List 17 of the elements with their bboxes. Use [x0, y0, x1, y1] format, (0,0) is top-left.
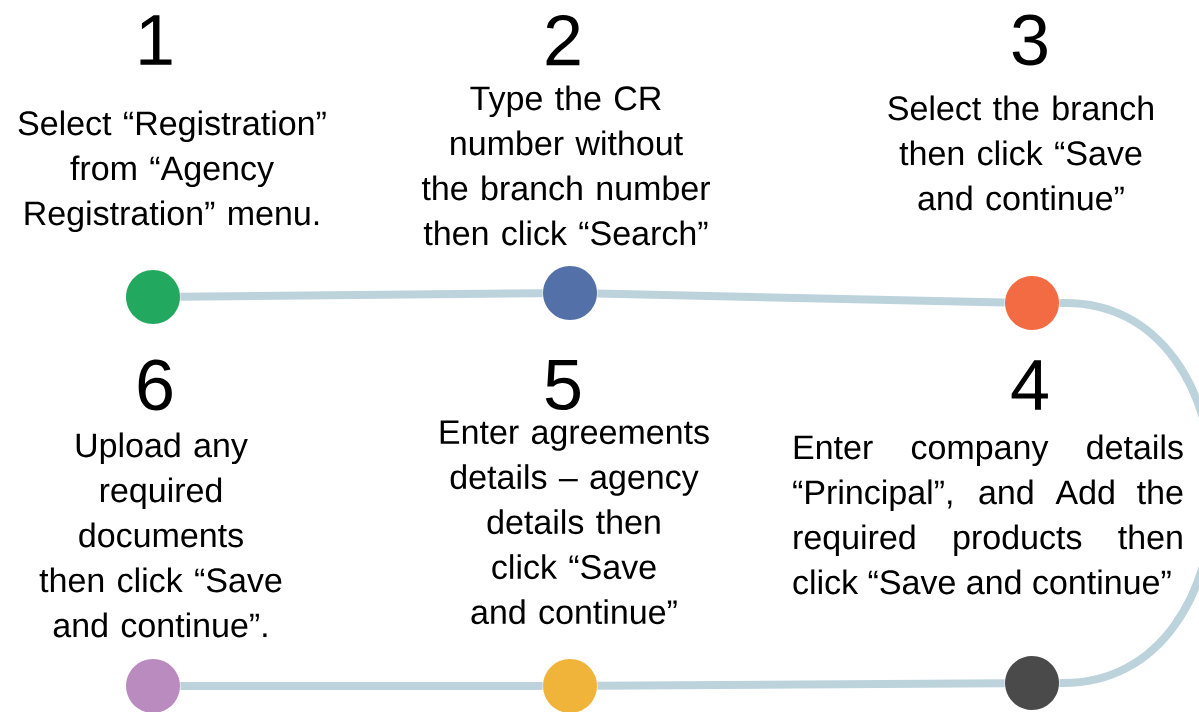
step-dot	[543, 266, 597, 320]
step-description: Type the CR number without the branch number then click “Search”	[421, 85, 710, 246]
step-number: 6	[138, 359, 172, 411]
step-dot	[126, 270, 180, 324]
step-description: Upload any required documents then click “Save and continue”.	[39, 432, 282, 638]
step-description: Select “Registration” from “Agency Registration” menu.	[18, 110, 326, 233]
connector-line	[1058, 299, 1199, 687]
step-number: 5	[545, 359, 580, 411]
step-number: 2	[546, 14, 580, 66]
step-description: Enter company details “Principal”, and Add the required products then click “Save and continue”	[793, 434, 1183, 595]
step-number: 3	[1012, 14, 1047, 66]
step-number: 4	[1011, 360, 1048, 410]
step-dot	[1005, 276, 1059, 330]
step-description: Select the branch then click “Save and continue”	[888, 95, 1153, 211]
step-dot	[1005, 656, 1059, 710]
step-description: Enter agreements details – agency details then click “Save and continue”	[440, 420, 709, 625]
step-number: 1	[140, 15, 172, 65]
